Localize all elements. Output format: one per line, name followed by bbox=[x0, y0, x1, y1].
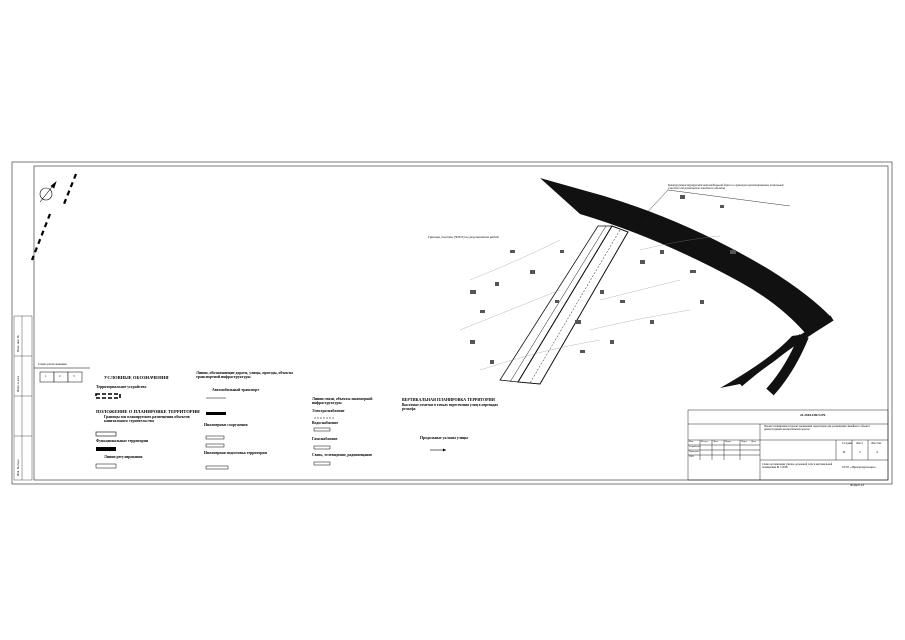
margin-stamp bbox=[13, 315, 33, 481]
legend-power: Электроснабжение bbox=[312, 409, 345, 413]
tb-role-2: ГИП bbox=[689, 455, 694, 458]
tb-role-0: Разработал bbox=[689, 445, 701, 448]
boundary-label: Граница участка (ЧЗОУ) по результатам ра… bbox=[428, 235, 500, 239]
legend-swatch-red-line bbox=[95, 463, 117, 469]
locator-number-3: 3 bbox=[73, 374, 75, 378]
tb-row-4: Подп. bbox=[741, 440, 747, 443]
north-arrow-icon bbox=[39, 181, 57, 203]
legend-swatch-zone-black bbox=[96, 447, 116, 451]
project-title: Проект планировки и проект межевания тер… bbox=[764, 425, 871, 431]
callout-note: Контур реконструируемой автомобильной до… bbox=[668, 183, 784, 190]
sheets-header: Листов bbox=[871, 441, 882, 445]
margin-label-0: Взам. инв. № bbox=[16, 335, 20, 352]
tb-role-1: Проверил bbox=[689, 450, 699, 453]
legend-networks: Линии связи, объекты инженерной инфрастр… bbox=[312, 397, 373, 405]
legend-prep-box bbox=[205, 465, 229, 470]
legend-territorial: Территориальное устройство bbox=[96, 385, 147, 389]
legend-gas: Газоснабжение bbox=[312, 437, 338, 441]
margin-label-1: Подп. и дата bbox=[16, 375, 20, 392]
legend-zones: Функциональные территории bbox=[96, 439, 149, 443]
sheet-header: Лист bbox=[856, 441, 863, 445]
locator-number-1: 1 bbox=[45, 374, 47, 378]
stage-header: Стадия bbox=[842, 441, 853, 445]
drawing-title: Схема организации улично-дорожной сети и… bbox=[762, 463, 833, 469]
sheet-outer-frame bbox=[11, 161, 893, 485]
sheets-value: 4 bbox=[876, 450, 878, 454]
tb-row-3: №док bbox=[725, 440, 731, 443]
stage-value: П bbox=[843, 450, 846, 454]
locator-label: Схема расположения bbox=[38, 362, 67, 366]
sheet-inner-frame bbox=[33, 165, 889, 481]
callout-line bbox=[667, 189, 791, 207]
sheet-value: 3 bbox=[859, 450, 861, 454]
legend-comm: Связь, телевидение, радиовещание bbox=[312, 453, 373, 457]
legend-boundaries-title: ПОЛОЖЕНИЕ О ПЛАНИРОВКЕ ТЕРРИТОРИИ bbox=[96, 409, 200, 414]
legend-eng-prep: Инженерная подготовка территории bbox=[204, 451, 267, 455]
street-corridor bbox=[499, 225, 629, 385]
tb-row-5: Дата bbox=[751, 440, 756, 443]
format-label: Формат А3 bbox=[850, 483, 865, 487]
legend-red-lines: Линии регулирования bbox=[104, 455, 143, 459]
legend-eng-box bbox=[205, 435, 225, 440]
legend-gas-box bbox=[313, 445, 331, 450]
legend-comm-box bbox=[313, 461, 331, 466]
legend-engineering: Инженерные сооружения bbox=[204, 423, 248, 427]
locator-number-2: 2 bbox=[59, 374, 61, 378]
legend-vertical-title: ВЕРТИКАЛЬНАЯ ПЛАНИРОВКА ТЕРРИТОРИИ bbox=[402, 397, 495, 402]
legend-heading: УСЛОВНЫЕ ОБОЗНАЧЕНИЯ bbox=[104, 375, 169, 380]
legend-boundaries-subtitle: Границы зон планируемого размещения объе… bbox=[104, 415, 190, 423]
legend-road-transport: Автомобильный транспорт bbox=[212, 388, 260, 392]
legend-eng-box2 bbox=[205, 443, 225, 448]
doc-code: 24-2004-ППЛ.ОЧ bbox=[800, 413, 826, 417]
legend-water-box bbox=[313, 427, 331, 432]
legend-water: Водоснабжение bbox=[312, 421, 339, 425]
tb-row-1: Кол.уч bbox=[701, 440, 708, 443]
legend-symbols bbox=[95, 393, 446, 470]
legend-swatch-territory bbox=[95, 393, 121, 399]
tb-row-2: Лист bbox=[713, 440, 719, 443]
tb-row-0: Изм. bbox=[689, 440, 694, 443]
legend-swatch-zone bbox=[95, 431, 117, 437]
road-corridor bbox=[540, 178, 834, 396]
org-name: ООО «Проектировщик» bbox=[842, 465, 877, 469]
survey-texture bbox=[459, 235, 721, 371]
survey-points bbox=[470, 195, 736, 364]
legend-road-box bbox=[206, 412, 226, 415]
legend-profiles: Продольные уклоны улицы bbox=[420, 436, 469, 440]
callout-leader bbox=[639, 189, 669, 221]
legend-lines-title: Линии, обозначающие дороги, улицы, проез… bbox=[196, 371, 294, 379]
margin-label-2: Инв. № подл. bbox=[16, 458, 20, 476]
legend-vertical-sub: Высотные отметки в точках пересечения ул… bbox=[402, 403, 499, 411]
title-block bbox=[687, 409, 889, 481]
locator-scheme bbox=[34, 367, 90, 383]
